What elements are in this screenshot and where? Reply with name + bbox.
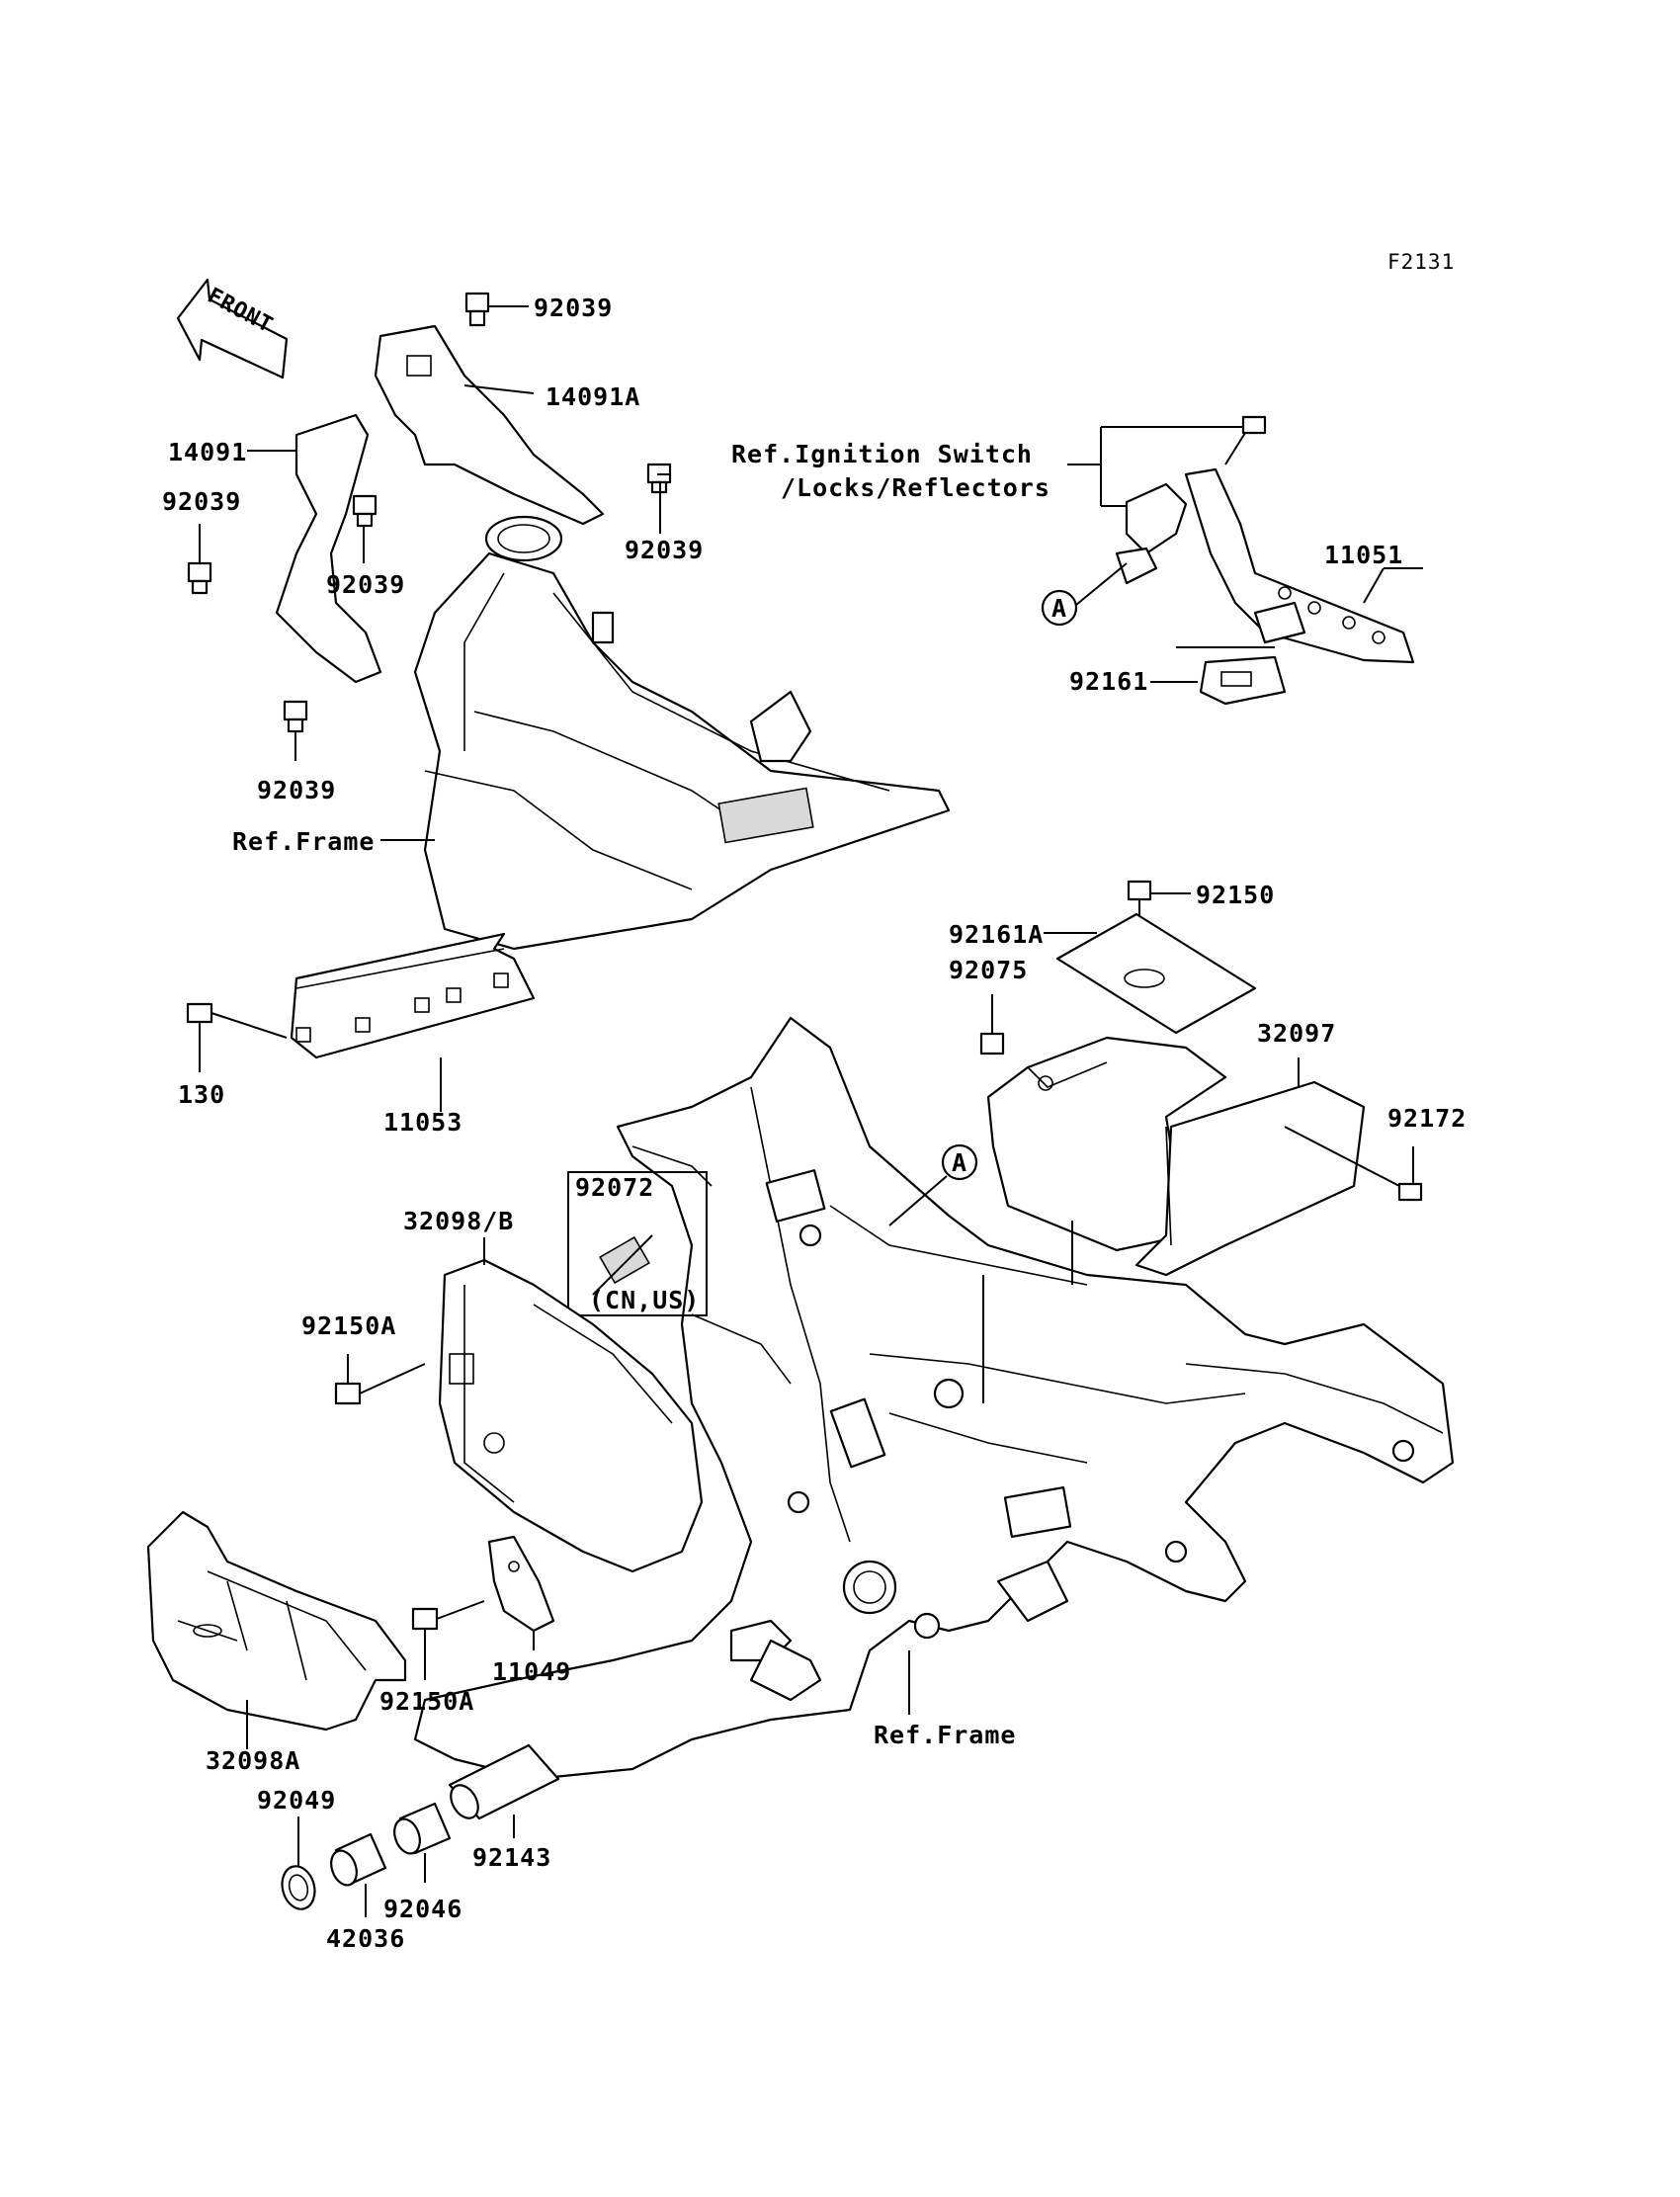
label-11051: 11051 <box>1324 541 1403 569</box>
label-92075: 92075 <box>949 956 1028 984</box>
label-92039-mid: 92039 <box>326 570 405 599</box>
cover-32098A <box>146 1510 407 1732</box>
label-32098B: 32098/B <box>403 1207 514 1235</box>
figure-code: F2131 <box>1387 250 1455 274</box>
label-14091A: 14091A <box>546 382 640 411</box>
label-92046: 92046 <box>383 1895 462 1923</box>
label-ref-ignition-1: Ref.Ignition Switch <box>731 440 1033 468</box>
label-92143: 92143 <box>472 1843 551 1872</box>
bolt-92150 <box>1127 880 1152 919</box>
nut-92075 <box>979 1032 1005 1056</box>
label-ref-frame-bottom: Ref.Frame <box>874 1721 1016 1749</box>
label-92039-bottom: 92039 <box>257 776 336 804</box>
label-cn-us: (CN,US) <box>589 1286 700 1314</box>
bolt-130 <box>186 1002 288 1039</box>
bracket-11051 <box>1115 467 1415 706</box>
label-92150A-top: 92150A <box>301 1311 396 1340</box>
label-92172: 92172 <box>1387 1104 1467 1133</box>
label-ref-frame-top: Ref.Frame <box>232 827 375 856</box>
label-92049: 92049 <box>257 1786 336 1815</box>
label-circle-a-mid: A <box>952 1148 967 1177</box>
detail-box-92072 <box>567 1171 708 1316</box>
label-92150A-bottom: 92150A <box>379 1687 474 1716</box>
label-42036: 42036 <box>326 1924 405 1953</box>
label-32097: 32097 <box>1257 1019 1336 1048</box>
collar-42036 <box>330 1832 387 1887</box>
label-92161A: 92161A <box>949 920 1044 949</box>
screw-11051 <box>1241 415 1267 435</box>
label-92150: 92150 <box>1196 881 1275 909</box>
case-32097 <box>986 1036 1366 1277</box>
screw-92172 <box>1397 1182 1423 1202</box>
bracket-11053 <box>290 932 536 1059</box>
bolt-92039-mid <box>352 494 378 528</box>
circle-a-mid-icon: A <box>941 1143 978 1181</box>
bearing-92046 <box>393 1802 452 1855</box>
bolt-92039-bottom <box>283 700 308 733</box>
label-92039-left: 92039 <box>162 487 241 516</box>
cover-14091 <box>275 413 382 684</box>
label-14091: 14091 <box>168 438 247 466</box>
label-92039-top: 92039 <box>534 294 613 322</box>
label-11053: 11053 <box>383 1108 462 1137</box>
circle-a-top-icon: A <box>1041 589 1078 627</box>
pipe-92143 <box>448 1743 560 1820</box>
plate-92161A <box>1055 912 1257 1035</box>
label-130: 130 <box>178 1080 225 1109</box>
cover-32098B <box>438 1258 704 1573</box>
frame-top <box>413 515 951 951</box>
bolt-92150A-top <box>334 1382 362 1405</box>
label-92161: 92161 <box>1069 667 1148 696</box>
bracket-11049 <box>487 1535 555 1633</box>
cover-14091A <box>374 324 605 526</box>
label-11049: 11049 <box>492 1657 571 1686</box>
front-arrow-icon: FRONT <box>176 278 289 380</box>
bolt-92150A-bottom <box>411 1607 439 1631</box>
bolt-92039-top <box>464 292 490 327</box>
label-92072: 92072 <box>575 1173 654 1202</box>
frame-main <box>413 1016 1455 1781</box>
seal-92049 <box>281 1865 316 1910</box>
label-circle-a-top: A <box>1051 594 1067 623</box>
bolt-92039-left <box>187 561 212 595</box>
label-32098A: 32098A <box>206 1746 300 1775</box>
label-92039-right: 92039 <box>625 536 704 564</box>
label-ref-ignition-2: /Locks/Reflectors <box>781 473 1050 502</box>
